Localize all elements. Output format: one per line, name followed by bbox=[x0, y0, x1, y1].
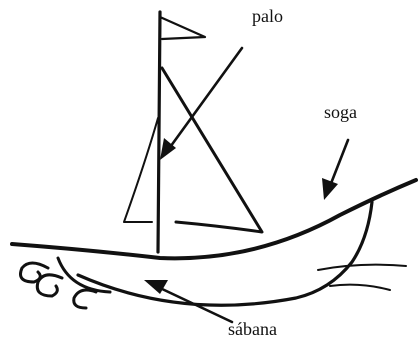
rope-line bbox=[12, 180, 416, 258]
label-sabana: sábana bbox=[228, 319, 277, 339]
wave-swirl-3 bbox=[74, 290, 96, 308]
flag bbox=[160, 17, 205, 39]
rope-pointer-arrowhead bbox=[322, 178, 338, 200]
wave-swirl-1 bbox=[21, 263, 49, 282]
front-sail bbox=[124, 118, 158, 222]
sheet-pointer-arrowhead bbox=[144, 280, 168, 294]
hull-bow bbox=[58, 258, 110, 292]
mast-pointer-line bbox=[168, 48, 242, 150]
wave-swirl-2 bbox=[37, 275, 62, 296]
label-palo: palo bbox=[252, 6, 283, 26]
mast bbox=[158, 12, 160, 252]
water-lines-right bbox=[318, 265, 406, 290]
rope-pointer-line bbox=[330, 140, 348, 186]
label-soga: soga bbox=[324, 102, 357, 122]
main-sail bbox=[162, 68, 262, 232]
